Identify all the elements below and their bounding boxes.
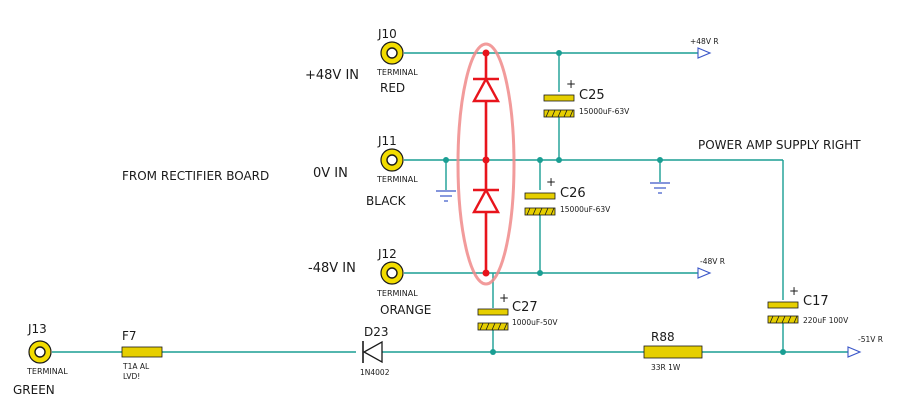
c25-polarity: + — [566, 77, 576, 91]
j10-type: TERMINAL — [376, 68, 418, 77]
c25-value: 15000uF-63V — [579, 107, 630, 116]
capacitor-c25-icon — [543, 94, 575, 118]
f7-value-line2: LVD! — [123, 372, 140, 381]
terminal-j11-icon — [380, 148, 404, 172]
j12-type: TERMINAL — [376, 289, 418, 298]
port-neg48v-label: -48V R — [700, 257, 725, 266]
diagram-title: POWER AMP SUPPLY RIGHT — [698, 138, 861, 152]
d23-value: 1N4002 — [360, 368, 390, 377]
terminal-j12-icon — [380, 261, 404, 285]
diode-lower-icon — [471, 187, 501, 214]
r88-ref: R88 — [651, 330, 675, 344]
terminal-j10-icon — [380, 41, 404, 65]
c27-value: 1000uF-50V — [512, 318, 558, 327]
highlight-region — [456, 42, 516, 286]
c26-value: 15000uF-63V — [560, 205, 611, 214]
c17-polarity: + — [789, 284, 799, 298]
c27-polarity: + — [499, 291, 509, 305]
j11-input-label: 0V IN — [313, 166, 348, 181]
diode-d23-icon — [362, 340, 383, 364]
d23-ref: D23 — [364, 325, 389, 339]
capacitor-c27-icon — [477, 308, 509, 331]
j11-ref: J11 — [377, 134, 397, 148]
c26-ref: C26 — [560, 186, 586, 201]
f7-ref: F7 — [122, 329, 137, 343]
diode-upper-icon — [471, 76, 501, 103]
port-48v-label: +48V R — [690, 37, 719, 46]
fuse-f7-icon — [121, 346, 163, 358]
j12-color: ORANGE — [380, 303, 431, 317]
j10-color: RED — [380, 81, 405, 95]
c17-value: 220uF 100V — [803, 316, 849, 325]
ground-right-icon — [650, 182, 670, 194]
j10-ref: J10 — [377, 27, 397, 41]
j13-type: TERMINAL — [26, 367, 68, 376]
j12-input-label: -48V IN — [308, 261, 356, 276]
port-48v-arrow-icon — [697, 47, 712, 59]
port-neg51v-label: -51V R — [858, 335, 883, 344]
capacitor-c26-icon — [524, 192, 556, 216]
port-neg51v-arrow-icon — [847, 346, 862, 358]
ground-left-icon — [436, 190, 456, 202]
group-label: FROM RECTIFIER BOARD — [122, 169, 269, 183]
terminal-j13-icon — [28, 340, 52, 364]
j13-ref: J13 — [27, 322, 47, 336]
j10-input-label: +48V IN — [305, 68, 359, 83]
capacitor-c17-icon — [767, 301, 799, 324]
resistor-r88-icon — [643, 345, 703, 359]
c27-ref: C27 — [512, 300, 538, 315]
j11-type: TERMINAL — [376, 175, 418, 184]
c26-polarity: + — [546, 175, 556, 189]
junction-dots — [443, 50, 786, 355]
port-neg48v-arrow-icon — [697, 267, 712, 279]
r88-value: 33R 1W — [651, 363, 681, 372]
c25-ref: C25 — [579, 88, 605, 103]
wires — [52, 52, 848, 353]
j12-ref: J12 — [377, 247, 397, 261]
j13-color: GREEN — [13, 383, 55, 397]
j11-color: BLACK — [366, 194, 407, 208]
f7-value-line1: T1A AL — [122, 362, 150, 371]
highlight-ellipse — [456, 42, 516, 286]
c17-ref: C17 — [803, 294, 829, 309]
